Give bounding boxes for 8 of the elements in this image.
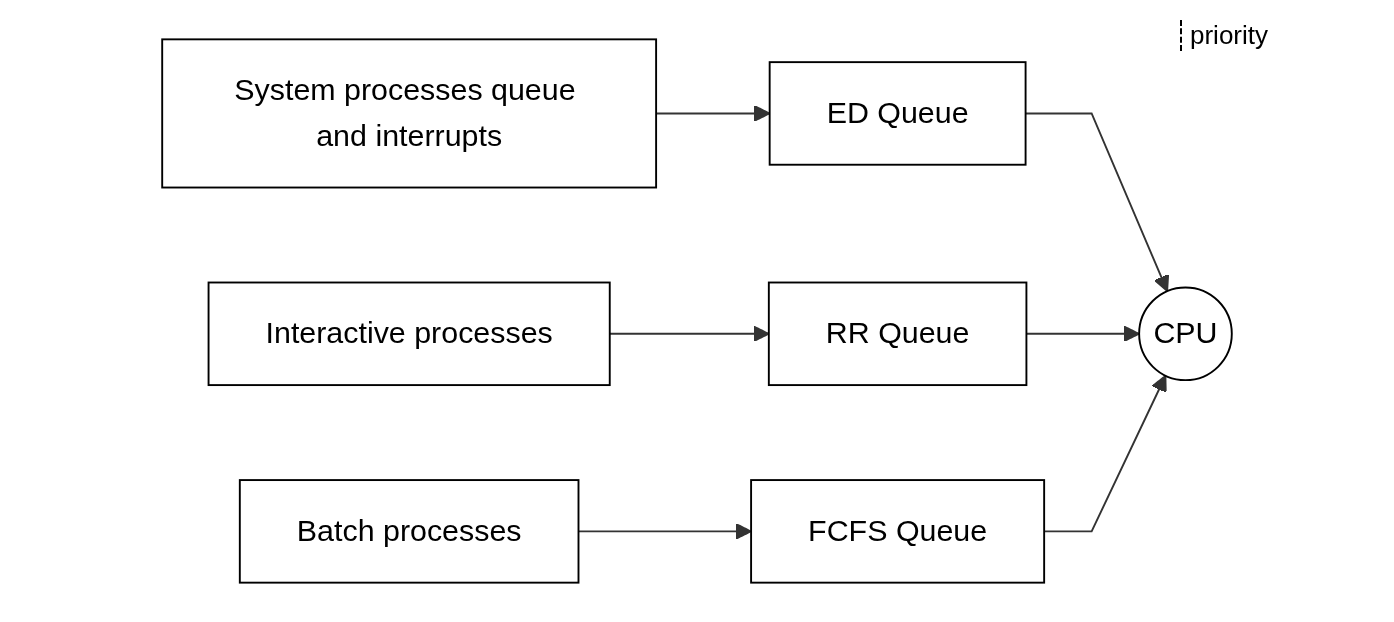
node-box: FCFS Queue bbox=[750, 479, 1046, 584]
node-circle: CPU bbox=[1138, 286, 1233, 382]
node-box: Batch processes bbox=[238, 479, 580, 584]
node-box: RR Queue bbox=[767, 281, 1028, 387]
node-box: ED Queue bbox=[768, 61, 1027, 166]
axis-label: priority bbox=[1180, 20, 1268, 51]
node-box: System processes queue and interrupts bbox=[161, 38, 658, 189]
node-box: Interactive processes bbox=[207, 281, 611, 387]
